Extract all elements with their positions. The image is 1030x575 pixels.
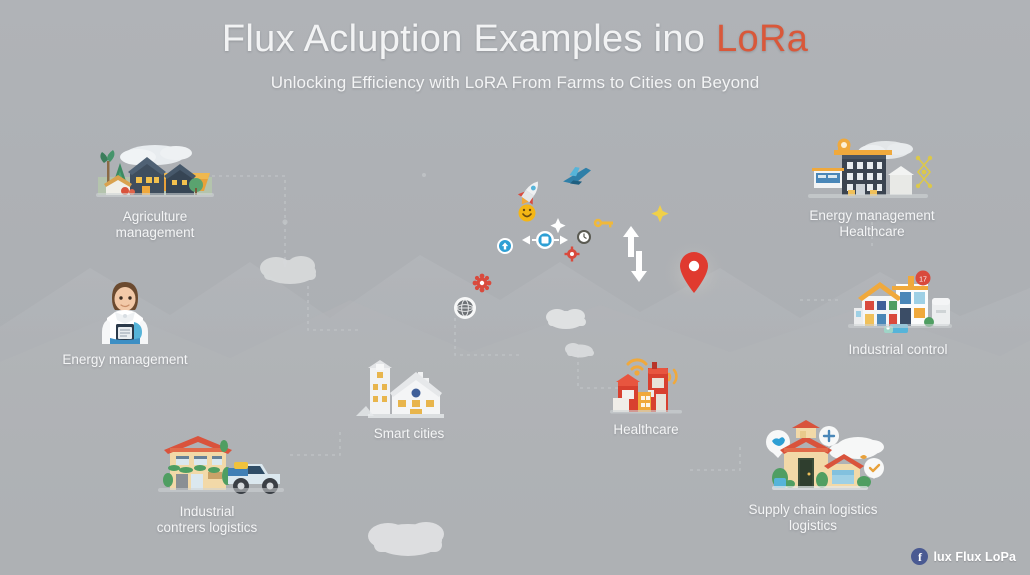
shop-house-icon <box>766 420 884 490</box>
node-label: Industrial contrers logistics <box>156 504 258 535</box>
globe-network-icon <box>454 297 476 319</box>
sparkle-icon <box>651 205 669 223</box>
node-smart-cities[interactable]: Smart cities <box>352 358 466 442</box>
page-subtitle: Unlocking Efficiency with LoRA From Farm… <box>270 72 760 92</box>
node-label: Agriculture management <box>115 209 195 240</box>
node-supply-chain-logistics[interactable]: Supply chain logistics logistics <box>722 420 904 534</box>
key-icon <box>593 218 613 228</box>
arrow-up-icon <box>623 226 639 257</box>
node-label: Industrial control <box>848 342 948 357</box>
arrow-left-icon <box>522 235 530 245</box>
target-node-icon <box>536 231 554 249</box>
node-label: Healthcare <box>613 422 679 437</box>
connector-dash-left <box>532 239 537 241</box>
node-industrial-control[interactable]: 17 Industrial control <box>832 268 964 358</box>
connector-dash-right <box>554 239 559 241</box>
rocket-icon <box>517 181 538 205</box>
smiley-face-icon <box>518 204 536 222</box>
facebook-f-icon: f <box>911 548 929 565</box>
farm-village-icon <box>96 145 214 197</box>
arrow-right-icon <box>560 235 568 245</box>
node-label: Supply chain logistics logistics <box>748 502 878 533</box>
sparkle-icon <box>550 218 566 234</box>
wifi-right <box>667 368 678 385</box>
svg-text:17: 17 <box>919 277 927 284</box>
scientist-person-icon <box>102 282 148 344</box>
header: Flux Acluption Examples ino LoRa Unlocki… <box>0 0 1030 93</box>
upload-arrow-icon <box>497 238 513 254</box>
title-main-text: Flux Acluption Examples ino <box>221 18 717 60</box>
airplane-icon <box>563 167 592 185</box>
page-title: Flux Acluption Examples ino LoRa <box>0 18 1030 60</box>
location-pin-icon <box>662 241 726 305</box>
node-energy-management-left[interactable]: Energy management <box>60 272 190 368</box>
office-building-icon <box>808 138 933 198</box>
gear-icon <box>564 246 580 262</box>
node-energy-management-healthcare[interactable]: Energy management Healthcare <box>790 128 954 240</box>
brand-logo[interactable]: f lux Flux LoPa <box>911 548 1016 565</box>
hospital-wifi-icon <box>610 358 682 414</box>
flower-icon <box>472 273 492 293</box>
title-accent-text: LoRa <box>716 18 809 60</box>
node-label: Energy management Healthcare <box>809 208 935 239</box>
node-healthcare-center[interactable]: Healthcare <box>592 350 700 438</box>
warehouse-truck-icon <box>158 436 284 494</box>
clock-icon <box>577 230 591 244</box>
arrow-down-icon <box>631 251 647 282</box>
node-label: Smart cities <box>373 426 445 441</box>
wifi-top <box>626 358 648 371</box>
node-label: Energy management <box>62 352 188 367</box>
node-industrial-contrers-logistics[interactable]: Industrial contrers logistics <box>128 432 286 536</box>
brand-text: lux Flux LoPa <box>933 549 1016 564</box>
church-tower-icon <box>356 360 444 418</box>
colored-houses-icon: 17 <box>848 270 952 333</box>
node-agriculture-management[interactable]: Agriculture management <box>92 133 218 241</box>
